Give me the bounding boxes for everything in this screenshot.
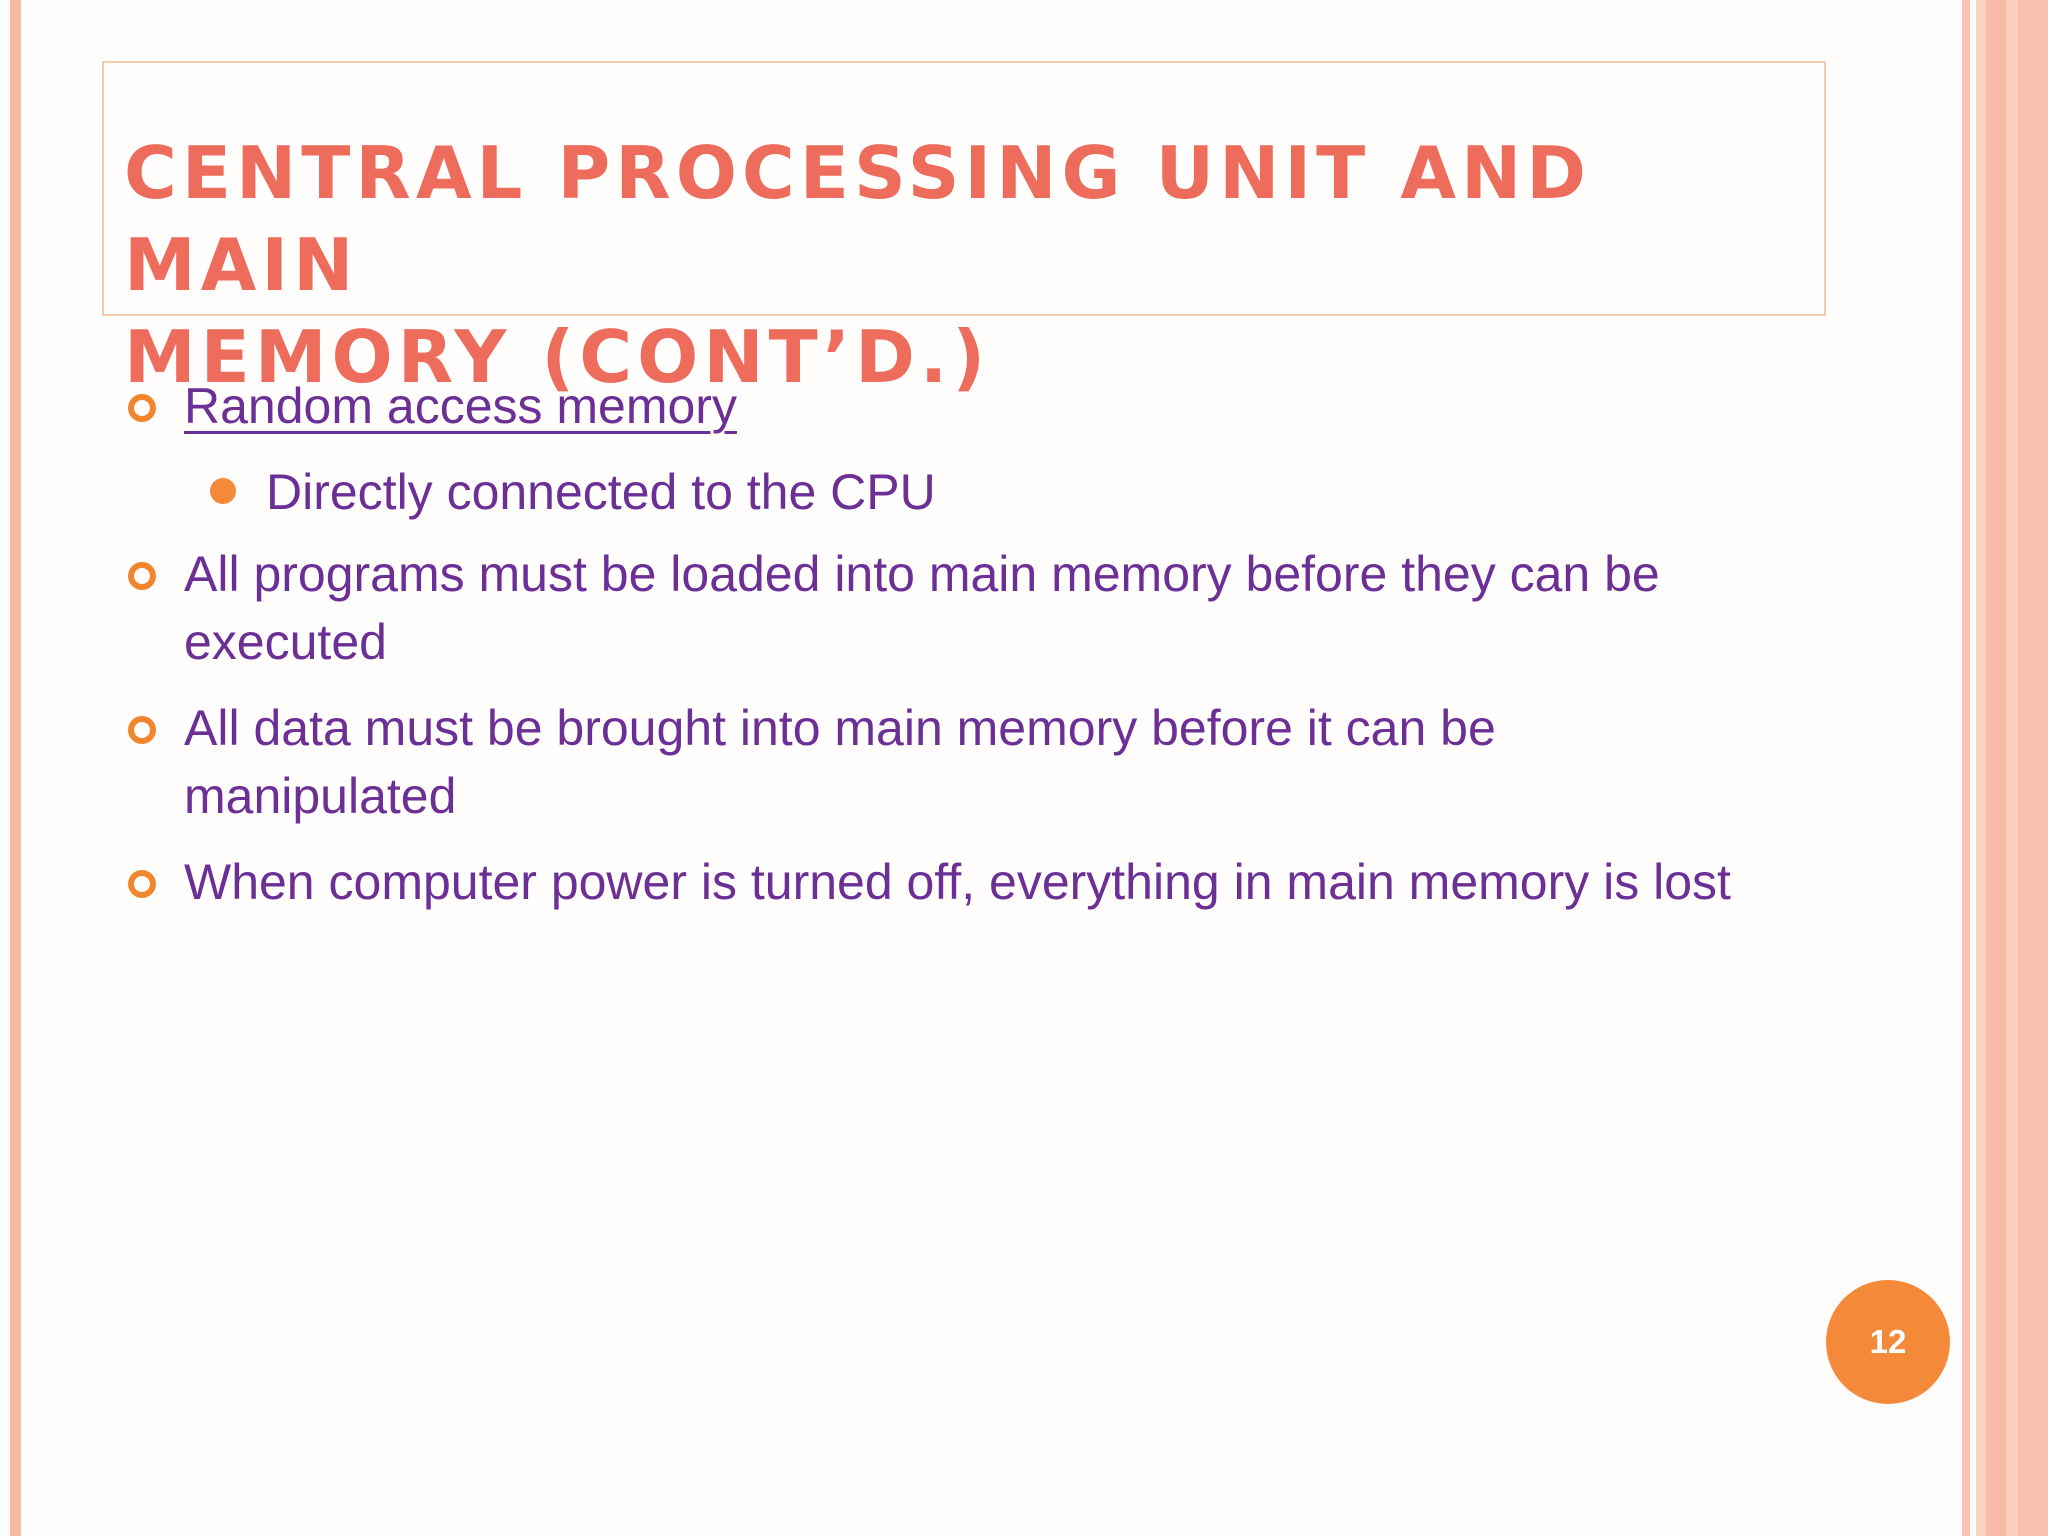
ring-bullet-icon <box>128 394 156 422</box>
bullet-item-ram: Random access memory <box>118 372 1758 440</box>
left-decorative-stripe <box>10 0 21 1536</box>
bullet-text: When computer power is turned off, every… <box>184 854 1731 910</box>
sub-bullet-text: Directly connected to the CPU <box>266 464 936 520</box>
filled-dot-bullet-icon <box>210 478 236 504</box>
page-number-badge: 12 <box>1826 1280 1950 1404</box>
ring-bullet-icon <box>128 716 156 744</box>
ring-bullet-icon <box>128 870 156 898</box>
bullet-text: All data must be brought into main memor… <box>184 700 1496 824</box>
slide-title: Central Processing Unit and Main Memory … <box>124 131 1592 399</box>
right-decorative-stripe <box>1976 0 1986 1536</box>
ram-link[interactable]: Random access memory <box>184 378 737 434</box>
bullet-item-programs: All programs must be loaded into main me… <box>118 540 1758 676</box>
bullet-text: All programs must be loaded into main me… <box>184 546 1660 670</box>
right-decorative-stripe <box>2006 0 2018 1536</box>
ring-bullet-icon <box>128 562 156 590</box>
bullet-item-power: When computer power is turned off, every… <box>118 848 1758 916</box>
right-decorative-stripe <box>1986 0 2006 1536</box>
sub-bullet-item: Directly connected to the CPU <box>118 458 1758 526</box>
bullet-list: Random access memory Directly connected … <box>118 372 1758 934</box>
right-decorative-stripe <box>1962 0 1970 1536</box>
title-frame: Central Processing Unit and Main Memory … <box>102 61 1826 399</box>
right-decorative-stripe <box>2018 0 2048 1536</box>
bullet-item-data: All data must be brought into main memor… <box>118 694 1758 830</box>
